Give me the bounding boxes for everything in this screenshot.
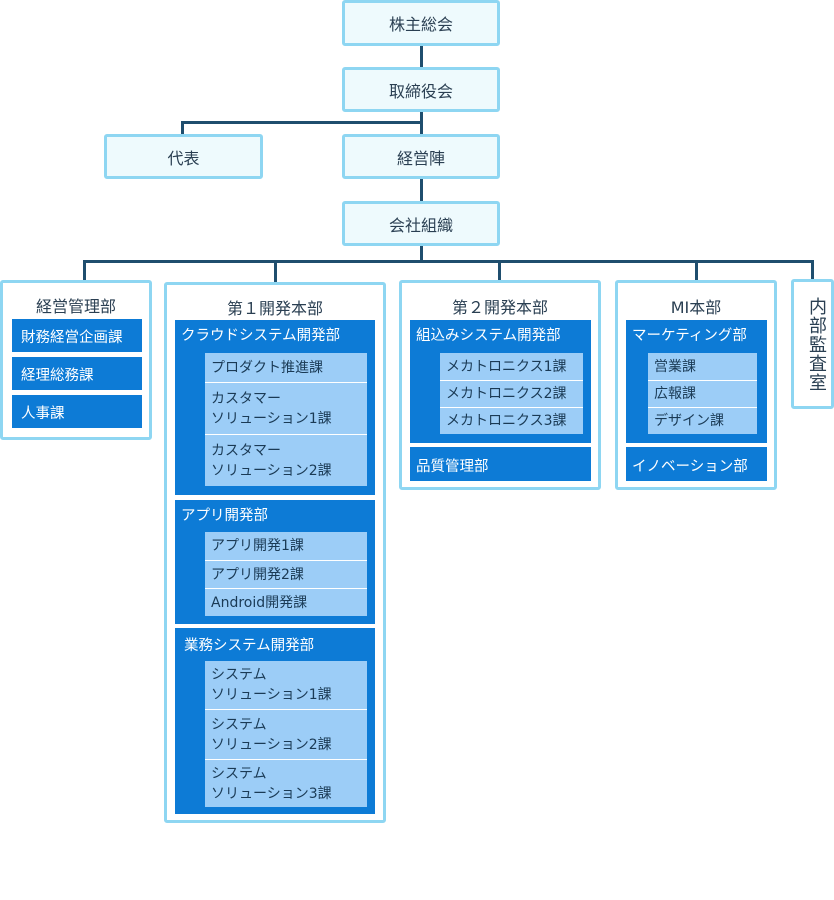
section-list: アプリ開発1課 アプリ開発2課 Android開発課 — [205, 532, 367, 616]
section-item: メカトロニクス2課 — [440, 380, 583, 407]
admin-unit-label: 経理総務課 — [21, 368, 94, 384]
internal-audit-title: 内部監査室 — [806, 297, 827, 392]
connector-line — [811, 260, 814, 281]
section-item: Android開発課 — [205, 588, 367, 616]
shareholders-meeting-node: 株主総会 — [342, 0, 500, 46]
connector-line — [83, 260, 814, 263]
innovation-dept: イノベーション部 — [626, 447, 767, 481]
section-list: システム ソリューション1課 システム ソリューション2課 システム ソリューシ… — [205, 661, 367, 807]
dept-label: マーケティング部 — [632, 328, 747, 344]
admin-division: 経営管理部 財務経営企画課 経理総務課 人事課 — [0, 280, 152, 440]
cloud-system-dept: クラウドシステム開発部 プロダクト推進課 カスタマー ソリューション1課 カスタ… — [175, 320, 375, 495]
admin-unit-label: 人事課 — [21, 406, 65, 422]
section-list: 営業課 広報課 デザイン課 — [648, 353, 757, 434]
dev2-division-title: 第２開発本部 — [451, 298, 548, 317]
dept-label: 品質管理部 — [416, 459, 489, 475]
dept-label: 組込みシステム開発部 — [416, 328, 561, 344]
marketing-dept: マーケティング部 営業課 広報課 デザイン課 — [626, 320, 767, 443]
connector-line — [498, 260, 501, 281]
dept-label: アプリ開発部 — [181, 508, 268, 524]
admin-unit-finance: 財務経営企画課 — [12, 319, 142, 352]
connector-line — [695, 260, 698, 281]
connector-line — [83, 260, 86, 281]
admin-unit-label: 財務経営企画課 — [21, 330, 123, 346]
connector-line — [420, 177, 423, 202]
section-item: メカトロニクス3課 — [440, 407, 583, 434]
mi-division-title: MI本部 — [670, 298, 722, 317]
dev1-division-title: 第１開発本部 — [226, 299, 323, 318]
dev1-division: 第１開発本部 クラウドシステム開発部 プロダクト推進課 カスタマー ソリューショ… — [164, 282, 386, 823]
section-item: システム ソリューション1課 — [211, 667, 332, 703]
mi-division: MI本部 マーケティング部 営業課 広報課 デザイン課 イノベーション部 — [615, 280, 777, 490]
app-dev-dept: アプリ開発部 アプリ開発1課 アプリ開発2課 Android開発課 — [175, 500, 375, 624]
dev2-division: 第２開発本部 組込みシステム開発部 メカトロニクス1課 メカトロニクス2課 メカ… — [399, 280, 601, 490]
section-item: アプリ開発1課 — [211, 538, 304, 554]
section-item: プロダクト推進課 — [211, 359, 323, 376]
management-node: 経営陣 — [342, 134, 500, 179]
section-item: 営業課 — [654, 358, 696, 375]
section-item: メカトロニクス1課 — [446, 358, 567, 375]
admin-division-title: 経営管理部 — [35, 297, 116, 316]
connector-line — [181, 121, 184, 135]
section-list: メカトロニクス1課 メカトロニクス2課 メカトロニクス3課 — [440, 353, 583, 434]
section-item: システム ソリューション3課 — [205, 759, 367, 807]
connector-line — [181, 121, 423, 124]
admin-unit-hr: 人事課 — [12, 395, 142, 428]
section-item: 広報課 — [648, 380, 757, 407]
business-system-dept: 業務システム開発部 システム ソリューション1課 システム ソリューション2課 … — [175, 628, 375, 814]
dept-label: クラウドシステム開発部 — [181, 328, 341, 344]
section-item: カスタマー ソリューション1課 — [205, 382, 367, 434]
admin-unit-accounting: 経理総務課 — [12, 357, 142, 390]
dept-label: 業務システム開発部 — [184, 638, 315, 654]
section-item: システム ソリューション2課 — [205, 709, 367, 759]
embedded-system-dept: 組込みシステム開発部 メカトロニクス1課 メカトロニクス2課 メカトロニクス3課 — [410, 320, 591, 443]
section-list: プロダクト推進課 カスタマー ソリューション1課 カスタマー ソリューション2課 — [205, 353, 367, 486]
company-organization-node: 会社組織 — [342, 201, 500, 246]
section-item: アプリ開発2課 — [205, 560, 367, 588]
dept-label: イノベーション部 — [632, 459, 748, 475]
section-item: デザイン課 — [648, 407, 757, 434]
section-item: カスタマー ソリューション2課 — [205, 434, 367, 486]
board-of-directors-node: 取締役会 — [342, 67, 500, 112]
quality-control-dept: 品質管理部 — [410, 447, 591, 481]
representative-node: 代表 — [104, 134, 263, 179]
connector-line — [420, 44, 423, 68]
internal-audit-office: 内部監査室 — [791, 279, 834, 409]
connector-line — [420, 244, 423, 261]
connector-line — [274, 260, 277, 282]
